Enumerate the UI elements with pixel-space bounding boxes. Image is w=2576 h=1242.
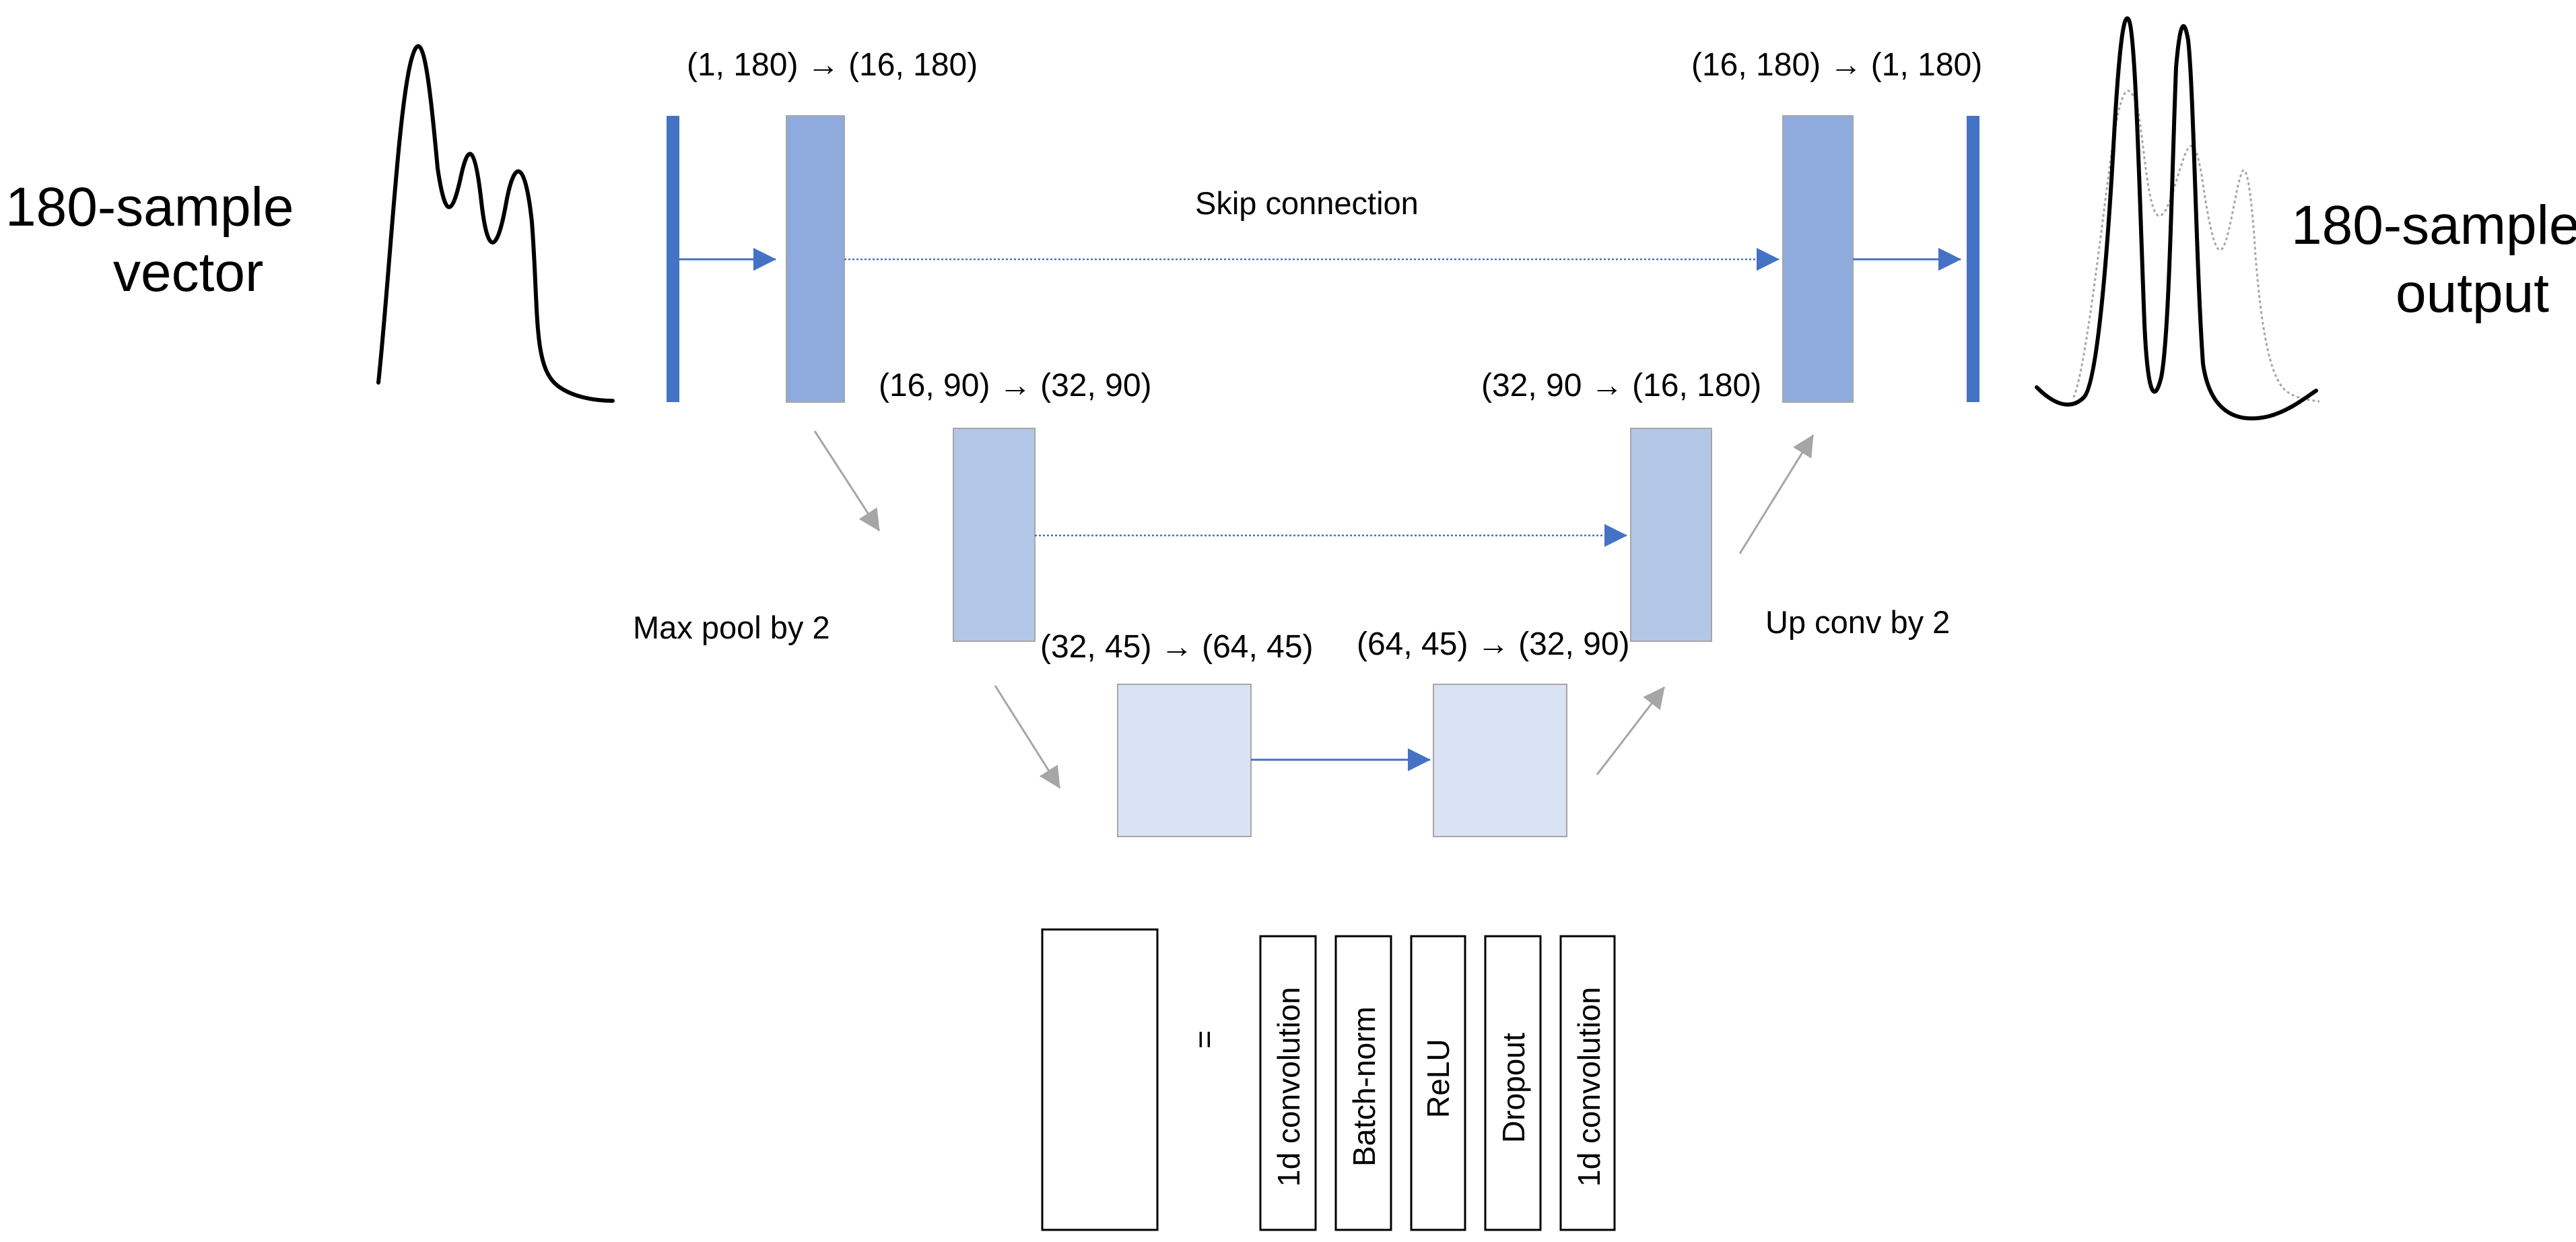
legend-layer-label: Dropout xyxy=(1496,1033,1531,1143)
encoder-level2-block xyxy=(953,428,1036,642)
input-bar xyxy=(667,116,679,402)
legend-layer-label: 1d convolution xyxy=(1271,987,1306,1187)
encoder-level2-dims: (16, 90) → (32, 90) xyxy=(879,368,1152,403)
legend-layer-box xyxy=(1559,935,1616,1231)
decoder-level1-block xyxy=(1782,115,1854,403)
encoder-level1-block xyxy=(786,115,845,403)
legend-layer-box xyxy=(1334,935,1392,1231)
input-signal-curve xyxy=(376,44,615,403)
legend-layer-box xyxy=(1259,935,1317,1231)
encoder-level1-dims: (1, 180) → (16, 180) xyxy=(687,47,978,83)
upconv-label: Up conv by 2 xyxy=(1765,604,1950,640)
decoder-level1-dims: (16, 180) → (1, 180) xyxy=(1691,47,1982,83)
skip-connection-label: Skip connection xyxy=(1195,185,1419,221)
legend-layer-box xyxy=(1410,935,1466,1231)
input-label-line2: vector xyxy=(113,242,263,303)
output-label-line2: output xyxy=(2396,263,2549,324)
upconv-arrow-2 xyxy=(1738,434,1815,554)
output-label-line1: 180-sample xyxy=(2291,195,2576,256)
input-label-line1: 180-sample xyxy=(5,176,294,238)
output-reference-curve xyxy=(2072,90,2320,403)
bottleneck-in-dims: (32, 45) → (64, 45) xyxy=(1040,629,1314,665)
legend-layer-label: Batch-norm xyxy=(1347,1006,1382,1167)
bottleneck-out-dims: (64, 45) → (32, 90) xyxy=(1357,626,1630,662)
upconv-arrow-1 xyxy=(1596,686,1666,775)
decoder-level2-dims: (32, 90 → (16, 180) xyxy=(1481,368,1761,403)
legend-block xyxy=(1041,928,1159,1231)
legend-layer-label: 1d convolution xyxy=(1571,987,1606,1187)
maxpool-label: Max pool by 2 xyxy=(633,610,830,645)
output-signal-curve xyxy=(2035,16,2318,421)
legend-layer-box xyxy=(1484,935,1542,1231)
decoder-level2-block xyxy=(1630,428,1712,642)
legend-layers: 1d convolution Batch-norm ReLU Dropout 1… xyxy=(1259,935,1616,1231)
legend-layer-label: ReLU xyxy=(1421,1039,1456,1118)
maxpool-arrow-2 xyxy=(994,685,1061,789)
bottleneck-left-block xyxy=(1117,684,1252,837)
legend-equals: = xyxy=(1186,1031,1222,1049)
bottleneck-right-block xyxy=(1433,684,1567,837)
maxpool-arrow-1 xyxy=(813,430,881,531)
output-bar xyxy=(1967,116,1979,402)
